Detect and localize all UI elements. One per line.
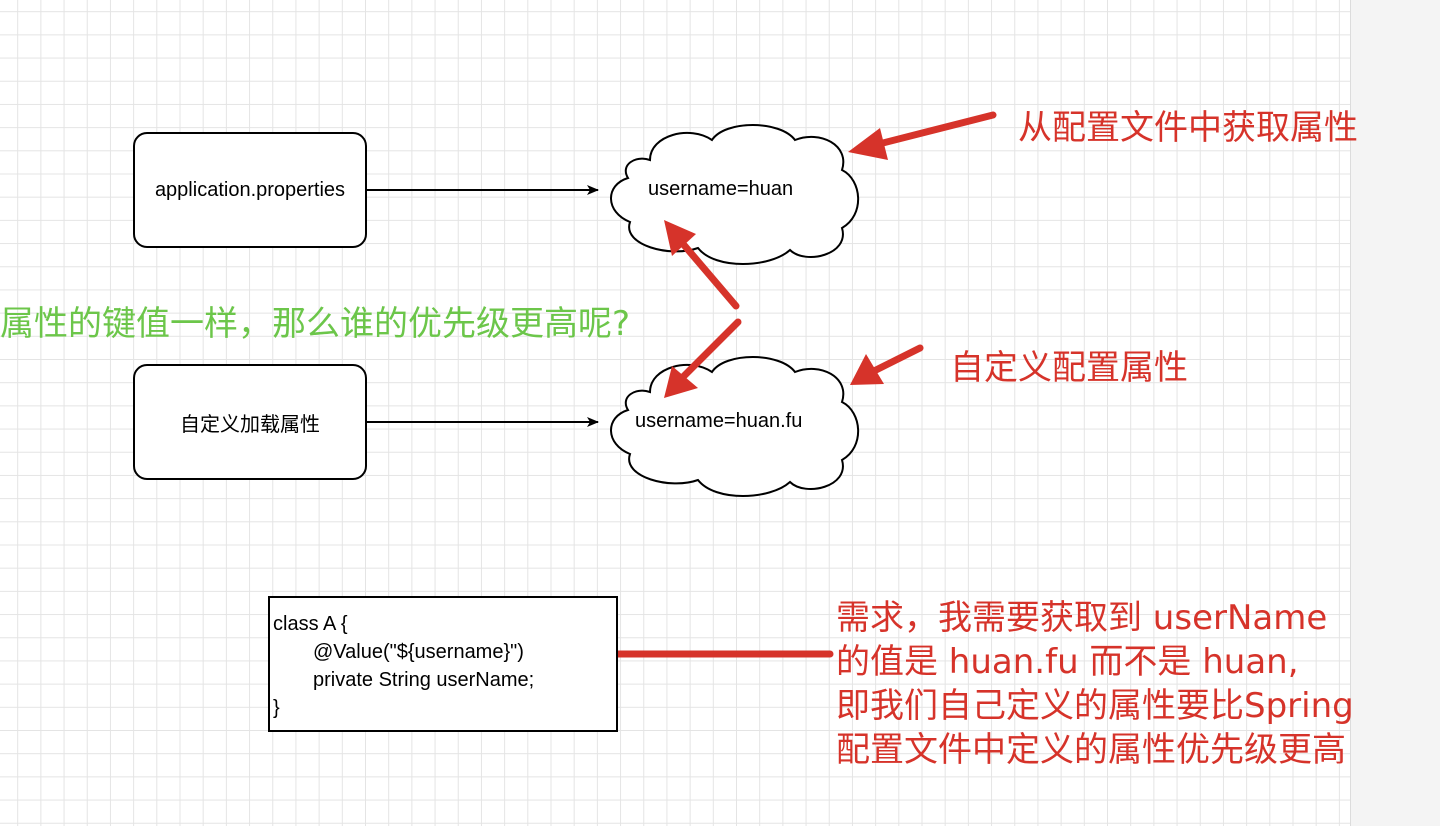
annotation-get-from-config: 从配置文件中获取属性 [1018,108,1358,148]
code-line-class: class A { [273,613,348,635]
red-arrow-to-cloud-custom [664,318,742,398]
cloud-custom-label: username=huan.fu [635,410,803,432]
code-line-annotation: @Value("${username}") [313,641,524,663]
requirement-line-1: 需求，我需要获取到 userName [836,598,1328,638]
red-arrow-custom [850,344,924,385]
code-line-close: } [273,697,280,719]
application-properties-node[interactable]: application.properties [133,132,367,248]
annotation-requirement: 需求，我需要获取到 userName 的值是 huan.fu 而不是 huan,… [836,596,1354,772]
code-line-field: private String userName; [313,669,535,691]
right-side-panel [1350,0,1440,826]
custom-loaded-properties-label: 自定义加载属性 [180,413,320,436]
annotation-priority-question: 属性的键值一样，那么谁的优先级更高呢? [0,304,631,344]
code-block[interactable]: class A { @Value("${username}") private … [268,596,618,732]
annotation-custom-config: 自定义配置属性 [950,348,1188,388]
cloud-default-label: username=huan [648,178,794,200]
application-properties-label: application.properties [154,178,346,201]
requirement-line-2: 的值是 huan.fu 而不是 huan, [836,642,1299,682]
requirement-line-3: 即我们自己定义的属性要比Spring [836,686,1354,726]
red-arrow-config [848,111,997,160]
custom-loaded-properties-node[interactable]: 自定义加载属性 [133,364,367,480]
requirement-line-4: 配置文件中定义的属性优先级更高 [836,730,1346,770]
red-arrow-to-cloud-default [664,220,740,310]
